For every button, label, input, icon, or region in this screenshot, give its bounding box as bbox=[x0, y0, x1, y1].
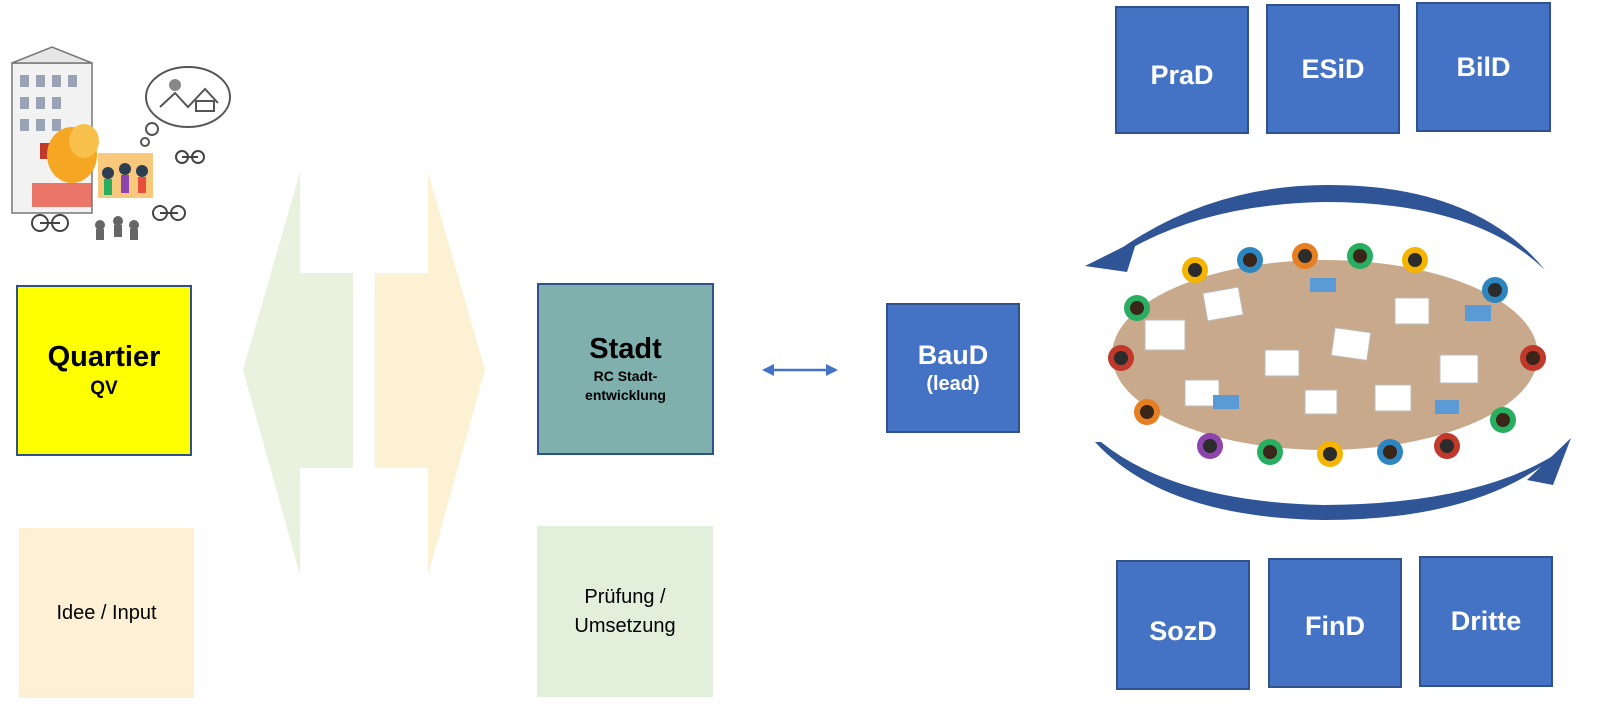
dept-prad: PraD bbox=[1115, 6, 1249, 134]
neighborhood-illustration bbox=[11, 46, 231, 240]
meeting-table-illustration bbox=[1085, 184, 1571, 520]
left-block-arrow bbox=[243, 172, 353, 575]
stadt-line1: RC Stadt- bbox=[593, 367, 658, 384]
baud-box: BauD (lead) bbox=[886, 303, 1020, 433]
idee-box: Idee / Input bbox=[19, 528, 194, 698]
dept-esid: ESiD bbox=[1266, 4, 1400, 134]
quartier-title: Quartier bbox=[47, 340, 161, 373]
baud-title: BauD bbox=[917, 340, 989, 370]
dept-dritte: Dritte bbox=[1419, 556, 1553, 687]
stadt-title: Stadt bbox=[589, 333, 662, 366]
right-block-arrow bbox=[375, 172, 485, 575]
double-arrow-icon bbox=[762, 364, 838, 376]
quartier-box: Quartier QV bbox=[16, 285, 192, 456]
dept-bild: BilD bbox=[1416, 2, 1551, 132]
stadt-line2: entwicklung bbox=[585, 386, 666, 403]
dept-find: FinD bbox=[1268, 558, 1402, 688]
idee-label: Idee / Input bbox=[56, 601, 157, 624]
stadt-box: Stadt RC Stadt- entwicklung bbox=[537, 283, 714, 455]
pruefung-line2: Umsetzung bbox=[574, 614, 676, 637]
quartier-subtitle: QV bbox=[90, 378, 118, 400]
dept-sozd: SozD bbox=[1116, 560, 1250, 690]
baud-subtitle: (lead) bbox=[926, 373, 980, 395]
pruefung-line1: Prüfung / bbox=[584, 585, 666, 608]
pruefung-box: Prüfung / Umsetzung bbox=[537, 526, 713, 697]
